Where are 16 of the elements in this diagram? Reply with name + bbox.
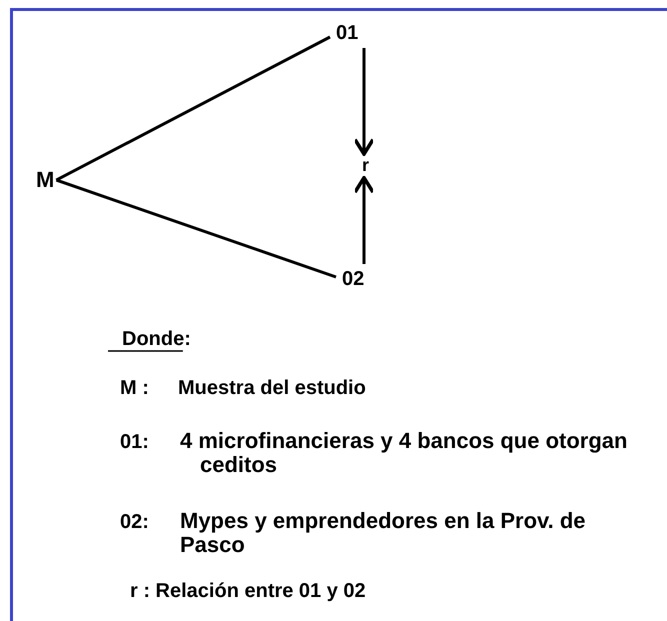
node-label: 01 bbox=[336, 22, 358, 44]
key-term: 02: bbox=[120, 511, 149, 533]
node-label: 02 bbox=[342, 268, 364, 290]
node-label: M bbox=[36, 168, 54, 192]
connector-line bbox=[56, 178, 336, 278]
arrow bbox=[353, 176, 375, 264]
definition: 4 microfinancieras y 4 bancos que otorgan ceditos bbox=[180, 429, 628, 478]
heading: Donde: bbox=[122, 328, 191, 350]
definition: Mypes y emprendedores en la Prov. de Pasco bbox=[180, 509, 587, 558]
key-term: M : bbox=[120, 377, 149, 399]
node-label: r bbox=[362, 156, 370, 176]
arrow bbox=[353, 48, 375, 156]
definition: Muestra del estudio bbox=[178, 377, 366, 399]
key-term: 01: bbox=[120, 431, 149, 453]
connector-line bbox=[56, 36, 331, 182]
definition: r : Relación entre 01 y 02 bbox=[130, 580, 366, 602]
